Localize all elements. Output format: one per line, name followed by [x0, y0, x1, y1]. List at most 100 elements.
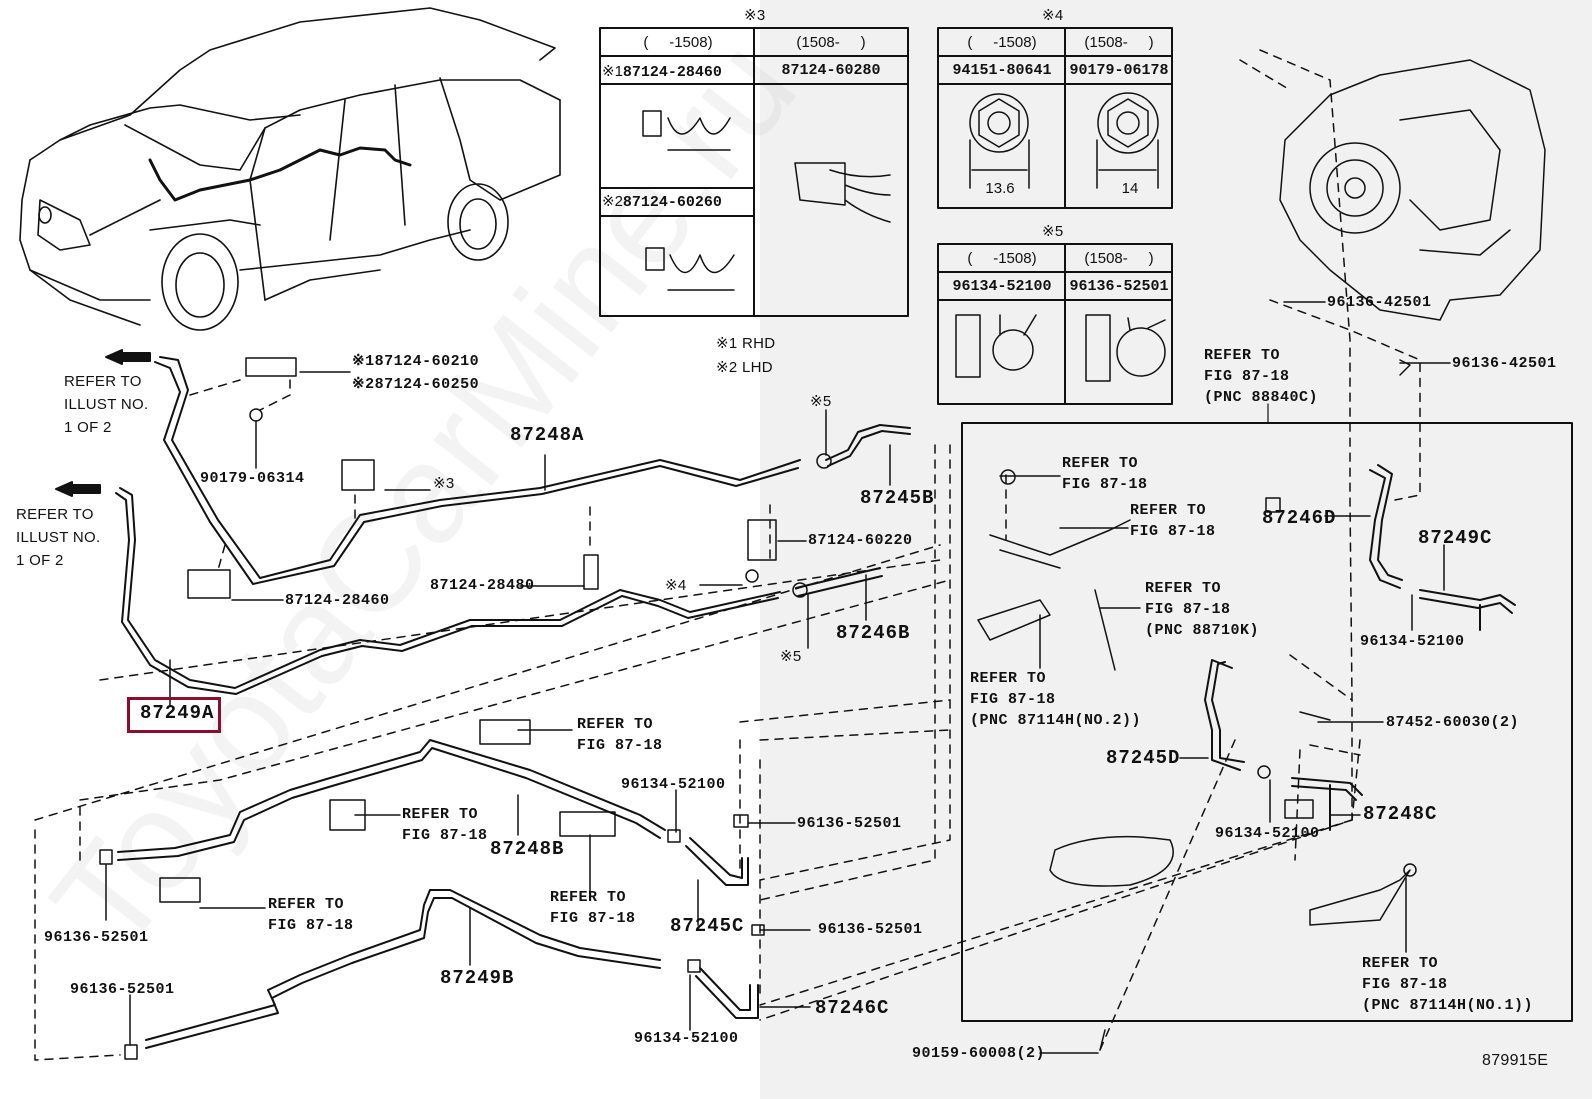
table-3-row-2[interactable]: ※287124-60260 [602, 192, 754, 211]
callout-96136-52501-m2[interactable]: 96136-52501 [818, 921, 923, 938]
hose-87245D [1204, 659, 1245, 771]
callout-87246C[interactable]: 87246C [815, 997, 890, 1019]
refer-fig-88840C[interactable]: REFER TO FIG 87-18 (PNC 88840C) [1204, 347, 1319, 406]
diagram-id: 879915E [1482, 1052, 1549, 1069]
callout-96134-52100-m1[interactable]: 96134-52100 [621, 776, 726, 793]
heater-unit-illustration [1279, 59, 1546, 321]
shaded-background-region [760, 0, 1592, 1099]
refer-fig-87114H-no2[interactable]: REFER TO FIG 87-18 (PNC 87114H(NO.2)) [970, 670, 1142, 729]
callout-87124-28480[interactable]: 87124-28480 [430, 577, 535, 594]
table-4-marker: ※4 [1042, 7, 1064, 24]
callout-87452-60030[interactable]: 87452-60030(2) [1386, 714, 1520, 731]
callout-marker-5-bottom[interactable]: ※5 [780, 648, 802, 665]
table-4-frame [937, 27, 1173, 209]
refer-fig-87114H-no1[interactable]: REFER TO FIG 87-18 (PNC 87114H(NO.1)) [1362, 955, 1534, 1014]
callout-87124-60250[interactable]: ※287124-60250 [352, 376, 480, 393]
vehicle-illustration [19, 7, 561, 331]
hose-87246C [695, 967, 759, 1019]
callout-96136-52501-m1[interactable]: 96136-52501 [797, 815, 902, 832]
callout-87124-28460[interactable]: 87124-28460 [285, 592, 390, 609]
callout-87248C[interactable]: 87248C [1363, 803, 1438, 825]
clip-87124-28460-icon [642, 110, 731, 151]
callout-marker-3[interactable]: ※3 [433, 475, 455, 492]
refer-illust-label-2[interactable]: REFER TO ILLUST NO. 1 OF 2 [16, 506, 101, 569]
clip-87124-60260-icon [645, 247, 735, 291]
refer-fig-clip-mid2[interactable]: REFER TO FIG 87-18 [550, 889, 636, 927]
leader-lines [105, 301, 1451, 1054]
hose-87248B [117, 739, 666, 861]
callout-87246B[interactable]: 87246B [836, 622, 911, 644]
refer-illust-label-1[interactable]: REFER TO ILLUST NO. 1 OF 2 [64, 373, 149, 436]
callout-96134-52100-r1[interactable]: 96134-52100 [1360, 633, 1465, 650]
clips-and-fasteners [99, 357, 1417, 1060]
callout-87249B[interactable]: 87249B [440, 967, 515, 989]
callout-87124-60220[interactable]: 87124-60220 [808, 532, 913, 549]
table-5-left-part[interactable]: 96134-52100 [952, 278, 1052, 295]
hose-87249A-lower [115, 487, 781, 695]
table-3-row-2-marker: ※2 [602, 193, 623, 210]
callout-87248B[interactable]: 87248B [490, 838, 565, 860]
table-3-header-left: ( -1508) [643, 34, 713, 51]
callout-87246D[interactable]: 87246D [1262, 507, 1337, 529]
callout-87249A[interactable]: 87249A [140, 702, 215, 724]
table-3-row-1[interactable]: ※187124-28460 [602, 62, 754, 81]
table-3-row-1-part[interactable]: 87124-28460 [622, 64, 722, 81]
table-3-row-2-part[interactable]: 87124-60260 [622, 194, 722, 211]
table-3-right-part[interactable]: 87124-60280 [781, 62, 881, 79]
callout-90179-06314[interactable]: 90179-06314 [200, 470, 305, 487]
table-5-header-right: (1508- ) [1084, 250, 1154, 267]
refer-fig-bolt[interactable]: REFER TO FIG 87-18 [1062, 455, 1148, 493]
refer-fig-clip-top[interactable]: REFER TO FIG 87-18 [577, 716, 663, 754]
table-5-frame [937, 243, 1173, 405]
right-assembly-frame [961, 403, 1573, 1022]
table-5-header-left: ( -1508) [967, 250, 1037, 267]
callout-90159-60008[interactable]: 90159-60008(2) [912, 1045, 1046, 1062]
callout-87245C[interactable]: 87245C [670, 915, 745, 937]
refer-fig-88710K[interactable]: REFER TO FIG 87-18 (PNC 88710K) [1145, 580, 1260, 639]
clip-87124-60280-icon [794, 162, 891, 223]
callout-marker-4[interactable]: ※4 [665, 577, 687, 594]
table-5-right-part[interactable]: 96136-52501 [1069, 278, 1169, 295]
refer-fig-clip-low[interactable]: REFER TO FIG 87-18 [268, 896, 354, 934]
callout-87248A[interactable]: 87248A [510, 424, 585, 446]
nut-13-6-icon [969, 93, 1030, 189]
hose-87246B [795, 567, 883, 597]
callout-96136-52501-l1[interactable]: 96136-52501 [44, 929, 149, 946]
nut-14-icon [1096, 92, 1159, 189]
callout-96136-42501-a[interactable]: 96136-42501 [1327, 294, 1432, 311]
table-3-header-right: (1508- ) [796, 34, 866, 51]
legend-lhd: ※2 LHD [716, 359, 773, 376]
hose-87249C [1419, 589, 1516, 631]
hose-clamp-96134-icon [955, 314, 1037, 378]
table-3-row-1-marker: ※1 [602, 63, 623, 80]
callout-96136-52501-l2[interactable]: 96136-52501 [70, 981, 175, 998]
refer-fig-clip-mid[interactable]: REFER TO FIG 87-18 [402, 806, 488, 844]
table-4-left-dimension: 13.6 [985, 180, 1015, 197]
callout-87245B[interactable]: 87245B [860, 487, 935, 509]
hose-87245B [825, 424, 911, 467]
table-3-frame [599, 27, 909, 317]
table-4-right-part[interactable]: 90179-06178 [1069, 62, 1169, 79]
refer-fig-bracket[interactable]: REFER TO FIG 87-18 [1130, 502, 1216, 540]
callout-marker-5-top[interactable]: ※5 [810, 393, 832, 410]
callout-87245D[interactable]: 87245D [1106, 747, 1181, 769]
highlighted-part-frame [127, 697, 221, 733]
table-5-marker: ※5 [1042, 223, 1064, 240]
callout-87124-60210[interactable]: ※187124-60210 [352, 353, 480, 370]
table-4-header-right: (1508- ) [1084, 34, 1154, 51]
hose-87249A [154, 356, 801, 585]
table-4-left-part[interactable]: 94151-80641 [952, 62, 1052, 79]
table-4-right-dimension: 14 [1121, 180, 1139, 197]
callout-96134-52100-m2[interactable]: 96134-52100 [634, 1030, 739, 1047]
callout-96134-52100-r2[interactable]: 96134-52100 [1215, 825, 1320, 842]
callout-96136-42501-b[interactable]: 96136-42501 [1452, 355, 1557, 372]
legend-rhd: ※1 RHD [716, 335, 776, 352]
hose-clamp-96136-icon [1085, 314, 1166, 382]
callout-87249C[interactable]: 87249C [1418, 527, 1493, 549]
table-3-marker: ※3 [744, 7, 766, 24]
hose-87245C [685, 837, 749, 886]
hose-87249B [145, 889, 661, 1049]
hose-87248C [1291, 777, 1363, 831]
table-4-header-left: ( -1508) [967, 34, 1037, 51]
